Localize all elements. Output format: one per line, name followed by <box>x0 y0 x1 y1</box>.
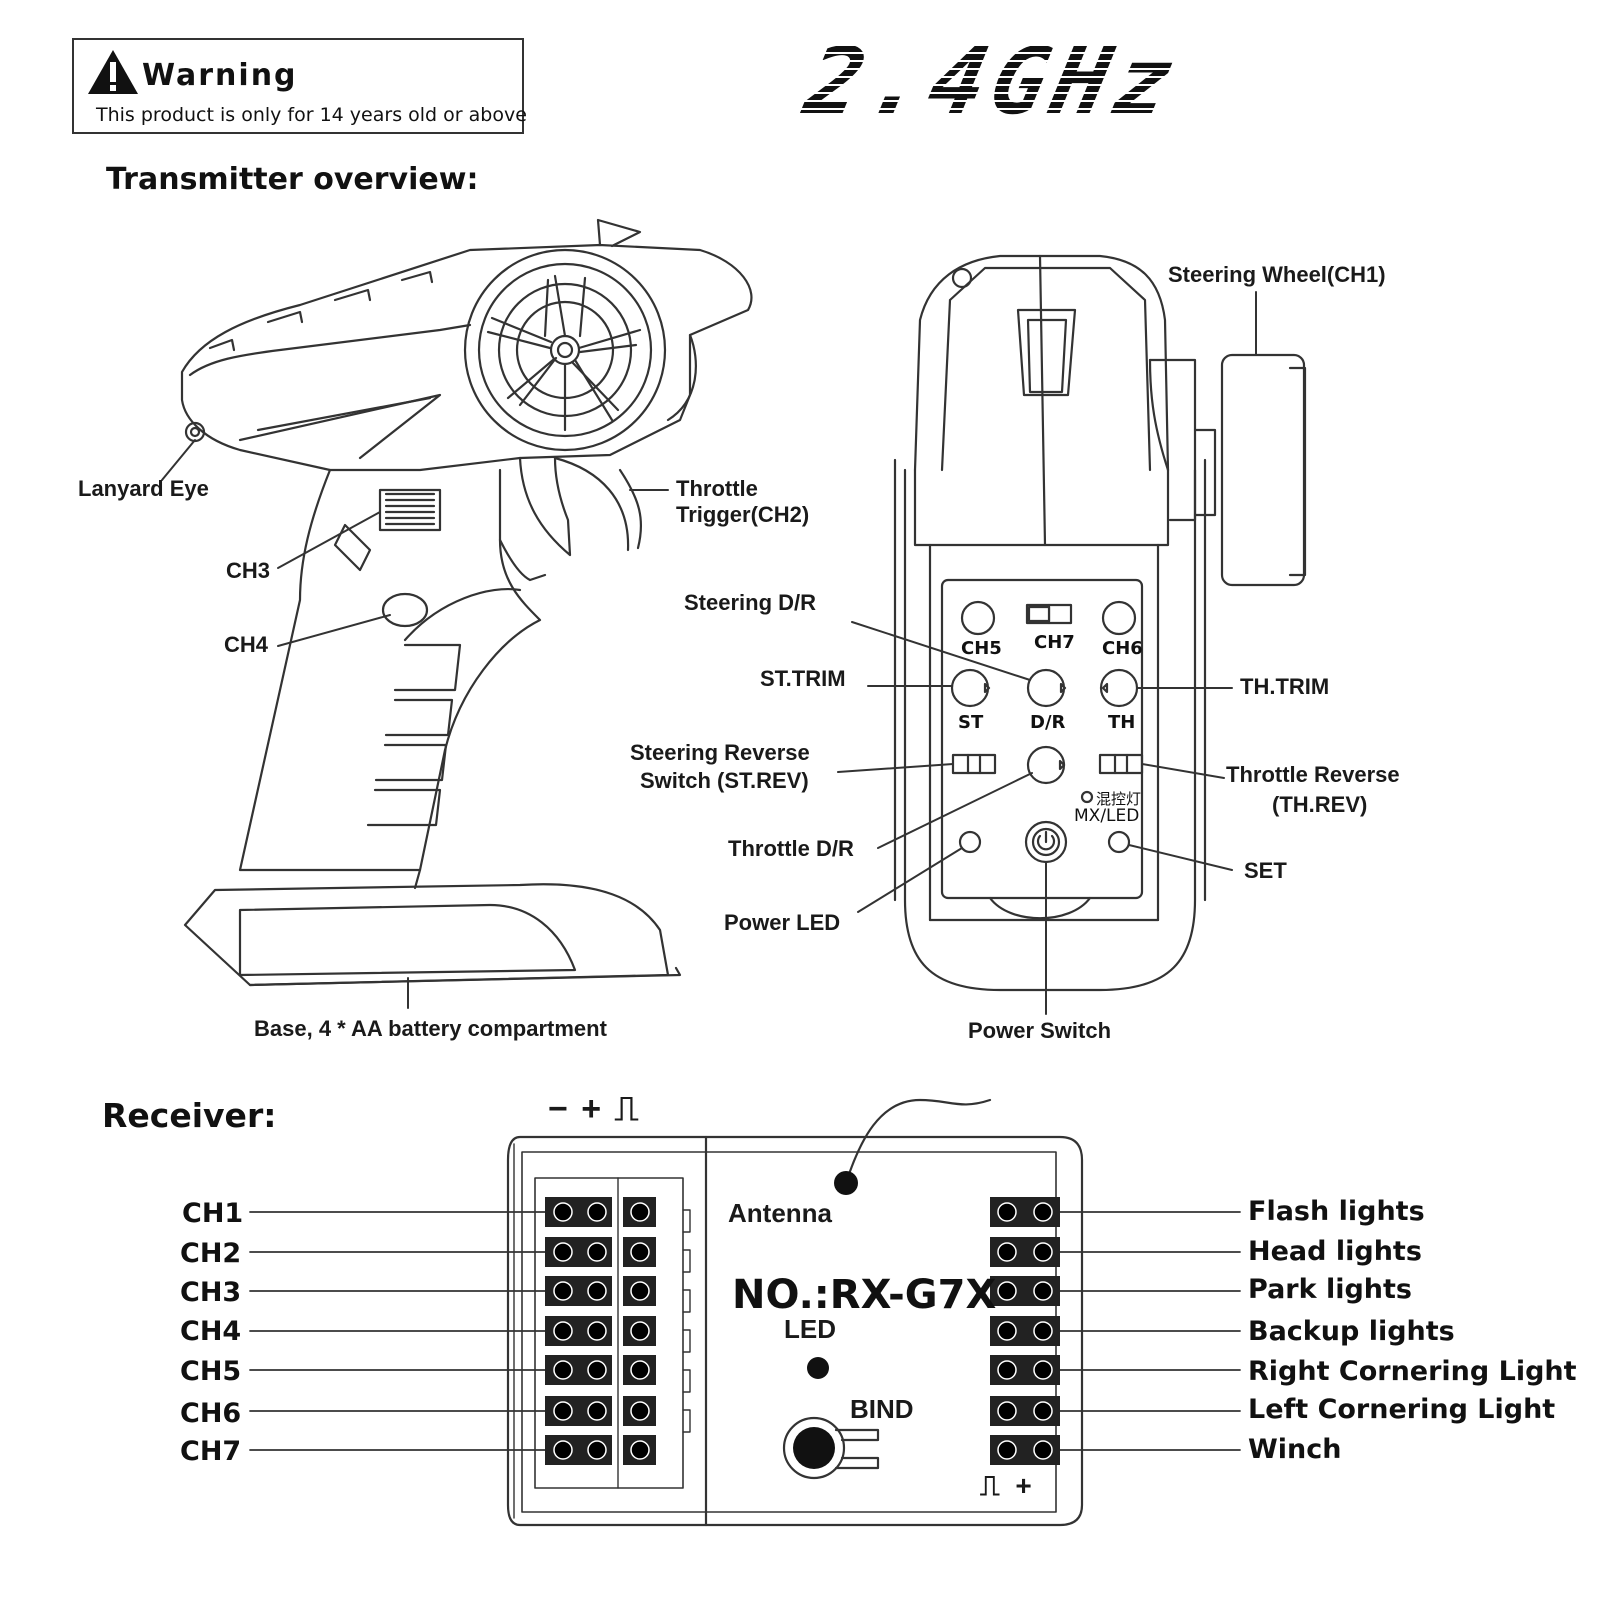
receiver-section-title: Receiver: <box>102 1096 277 1135</box>
label-steering-reverse-1: Steering Reverse <box>630 740 810 765</box>
bind-button-icon <box>793 1427 835 1469</box>
label-steering-reverse-2: Switch (ST.REV) <box>640 768 809 793</box>
panel-label-ch6: CH6 <box>1102 638 1143 659</box>
label-throttle-reverse-2: (TH.REV) <box>1272 792 1368 817</box>
receiver-light-output-label: Park lights <box>1248 1274 1412 1305</box>
label-throttle-trigger-2: Trigger(CH2) <box>676 502 810 527</box>
receiver-channel-label: CH3 <box>180 1277 242 1308</box>
panel-label-st: ST <box>958 712 984 733</box>
leader-lines-transmitter <box>161 291 1257 1015</box>
panel-label-th: TH <box>1108 712 1136 733</box>
label-ch3: CH3 <box>226 558 271 583</box>
warning-title: Warning <box>142 58 298 93</box>
transmitter-section-title: Transmitter overview: <box>106 162 479 197</box>
panel-label-mx-led: MX/LED <box>1074 806 1140 826</box>
label-base-battery: Base, 4 * AA battery compartment <box>254 1016 607 1041</box>
panel-label-dr: D/R <box>1030 712 1066 733</box>
label-ch4: CH4 <box>224 632 269 657</box>
antenna-solder-dot <box>834 1171 858 1195</box>
receiver-polarity-top: − + ⎍ <box>548 1090 641 1128</box>
receiver-light-output-label: Winch <box>1248 1434 1342 1465</box>
panel-label-mx-cn: 混控灯 <box>1096 790 1142 808</box>
receiver-channel-label: CH2 <box>180 1238 242 1269</box>
receiver-channel-label: CH6 <box>180 1398 242 1429</box>
receiver-polarity-bottom: ⎍ + <box>980 1470 1036 1501</box>
receiver-channel-label: CH1 <box>182 1198 244 1229</box>
label-th-trim: TH.TRIM <box>1240 674 1330 699</box>
label-power-switch: Power Switch <box>968 1018 1112 1043</box>
label-throttle-reverse-1: Throttle Reverse <box>1226 762 1400 787</box>
receiver-light-output-label: Backup lights <box>1248 1316 1455 1347</box>
transmitter-side-view <box>180 218 753 987</box>
label-power-led: Power LED <box>724 910 841 935</box>
label-st-trim: ST.TRIM <box>760 666 846 691</box>
label-lanyard-eye: Lanyard Eye <box>78 476 209 501</box>
receiver-light-output-label: Left Cornering Light <box>1248 1394 1556 1425</box>
warning-text: This product is only for 14 years old or… <box>96 104 527 126</box>
warning-box: Warning This product is only for 14 year… <box>72 38 527 134</box>
receiver-channel-label: CH4 <box>180 1316 242 1347</box>
label-throttle-dr: Throttle D/R <box>728 836 854 861</box>
receiver-channel-label: CH7 <box>180 1436 242 1467</box>
receiver-bind-label: BIND <box>850 1394 914 1424</box>
receiver-pin-blocks <box>545 1171 1060 1469</box>
panel-label-ch7: CH7 <box>1034 632 1075 653</box>
receiver-antenna-label: Antenna <box>728 1198 832 1228</box>
receiver-drawing <box>249 1098 1241 1527</box>
label-throttle-trigger-1: Throttle <box>676 476 758 501</box>
receiver-light-output-label: Flash lights <box>1248 1196 1425 1227</box>
warning-triangle-icon <box>88 50 138 94</box>
label-steering-wheel: Steering Wheel(CH1) <box>1168 262 1386 287</box>
panel-label-ch5: CH5 <box>961 638 1002 659</box>
receiver-model-number: NO.:RX-G7X <box>732 1272 997 1318</box>
receiver-light-output-label: Head lights <box>1248 1236 1422 1267</box>
receiver-light-output-label: Right Cornering Light <box>1248 1356 1577 1387</box>
receiver-channel-label: CH5 <box>180 1356 242 1387</box>
led-indicator-dot <box>807 1357 829 1379</box>
receiver-led-label: LED <box>784 1314 836 1344</box>
transmitter-front-view <box>893 254 1307 992</box>
label-steering-dr: Steering D/R <box>684 590 817 615</box>
label-set: SET <box>1244 858 1287 883</box>
